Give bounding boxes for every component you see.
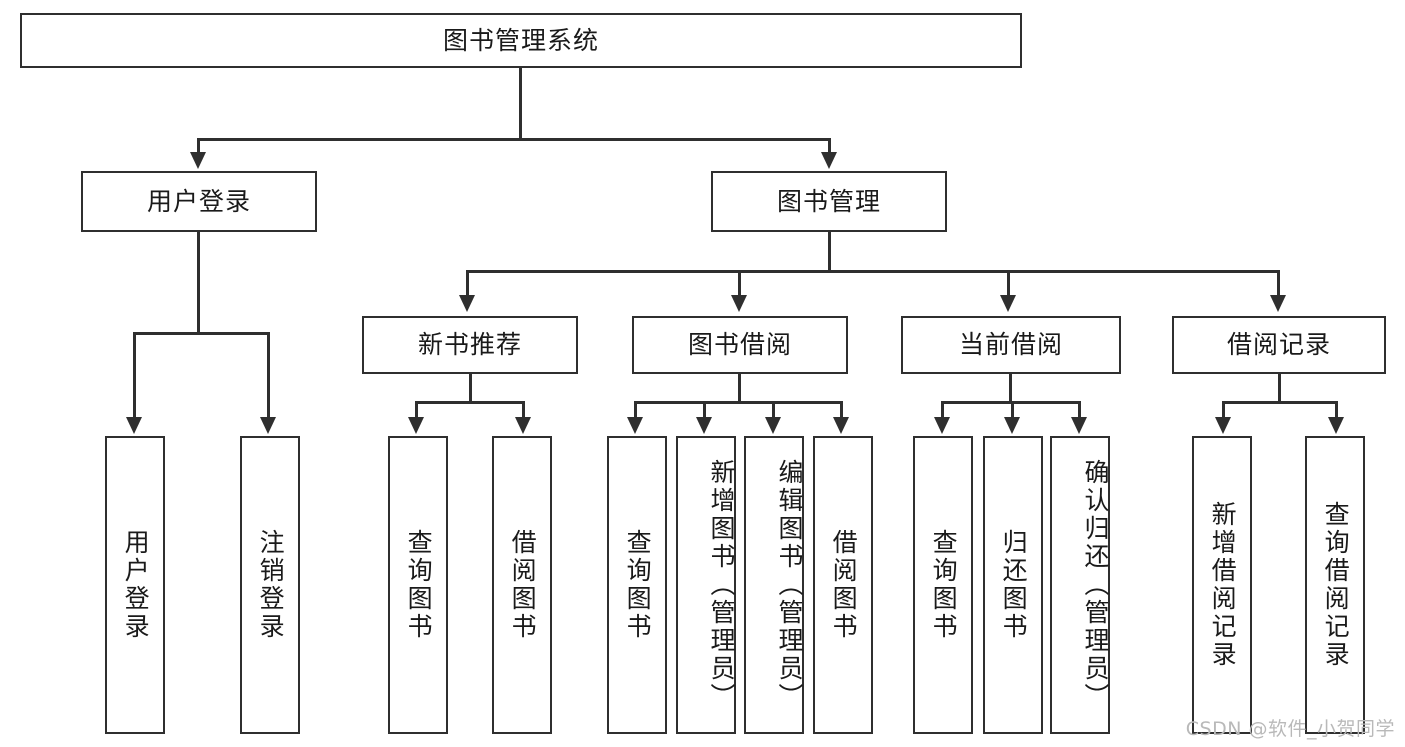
connector-current-borrow-to-leaf-3 <box>1078 401 1081 419</box>
node-label: 当前借阅 <box>958 330 1063 360</box>
connector-book-mgmt-to-l3-2 <box>738 270 741 297</box>
node-book-management[interactable]: 图书管理 <box>711 171 947 232</box>
arrow-book-mgmt-to-l3-1 <box>459 295 475 312</box>
node-label: 图书借阅 <box>687 330 792 360</box>
leaf-add-borrow-record[interactable]: 新增借阅记录 <box>1192 436 1252 734</box>
arrow-user-login-to-leaf-2 <box>260 417 276 434</box>
connector-book-mgmt-to-l3-4 <box>1277 270 1280 297</box>
connector-root-stem <box>519 68 522 140</box>
arrow-book-mgmt-to-l3-2 <box>731 295 747 312</box>
node-label: 查询图书 <box>929 529 959 641</box>
leaf-borrow-book[interactable]: 借阅图书 <box>813 436 873 734</box>
connector-book-borrow-to-leaf-4 <box>840 401 843 419</box>
node-label: 查询图书 <box>404 529 434 641</box>
arrow-book-borrow-to-leaf-3 <box>765 417 781 434</box>
connector-borrow-record-to-leaf-2 <box>1335 401 1338 419</box>
connector-book-mgmt-bus <box>466 270 1280 273</box>
connector-new-book-to-leaf-2 <box>522 401 525 419</box>
node-user-login[interactable]: 用户登录 <box>81 171 317 232</box>
arrow-current-borrow-to-leaf-3 <box>1071 417 1087 434</box>
node-label: 图书管理系统 <box>442 25 599 55</box>
connector-root-bus <box>197 138 831 141</box>
leaf-query-book-current[interactable]: 查询图书 <box>913 436 973 734</box>
leaf-return-book[interactable]: 归还图书 <box>983 436 1043 734</box>
node-label: 借阅记录 <box>1226 330 1331 360</box>
connector-new-book-bus <box>415 401 525 404</box>
node-new-book-recommend[interactable]: 新书推荐 <box>362 316 578 374</box>
arrow-root-to-book-mgmt <box>821 152 837 169</box>
arrow-book-borrow-to-leaf-2 <box>696 417 712 434</box>
connector-root-to-user-login <box>197 138 200 154</box>
leaf-confirm-return-admin[interactable]: 确认归还（管理员） <box>1050 436 1110 734</box>
leaf-add-book-admin[interactable]: 新增图书（管理员） <box>676 436 736 734</box>
connector-root-to-book-mgmt <box>828 138 831 154</box>
connector-borrow-record-stem <box>1278 374 1281 403</box>
arrow-new-book-to-leaf-2 <box>515 417 531 434</box>
arrow-current-borrow-to-leaf-2 <box>1004 417 1020 434</box>
connector-book-mgmt-stem <box>828 232 831 272</box>
node-book-borrow[interactable]: 图书借阅 <box>632 316 848 374</box>
leaf-user-login[interactable]: 用户登录 <box>105 436 165 734</box>
connector-user-login-bus <box>133 332 269 335</box>
connector-current-borrow-to-leaf-1 <box>941 401 944 419</box>
connector-new-book-stem <box>469 374 472 403</box>
connector-new-book-to-leaf-1 <box>415 401 418 419</box>
arrow-user-login-to-leaf-1 <box>126 417 142 434</box>
arrow-book-borrow-to-leaf-1 <box>627 417 643 434</box>
connector-book-borrow-bus <box>634 401 843 404</box>
connector-current-borrow-bus <box>941 401 1080 404</box>
connector-book-borrow-to-leaf-2 <box>703 401 706 419</box>
connector-borrow-record-bus <box>1222 401 1338 404</box>
node-label: 新增借阅记录 <box>1208 501 1238 669</box>
arrow-new-book-to-leaf-1 <box>408 417 424 434</box>
arrow-borrow-record-to-leaf-2 <box>1328 417 1344 434</box>
connector-book-borrow-to-leaf-1 <box>634 401 637 419</box>
node-label: 查询图书 <box>623 529 653 641</box>
node-label: 新增图书（管理员） <box>707 459 736 711</box>
node-label: 查询借阅记录 <box>1321 501 1351 669</box>
node-label: 编辑图书（管理员） <box>775 459 804 711</box>
node-label: 用户登录 <box>146 186 251 216</box>
node-label: 注销登录 <box>256 529 286 641</box>
arrow-book-mgmt-to-l3-4 <box>1270 295 1286 312</box>
node-root-system[interactable]: 图书管理系统 <box>20 13 1022 68</box>
connector-current-borrow-stem <box>1009 374 1012 403</box>
node-borrow-record[interactable]: 借阅记录 <box>1172 316 1386 374</box>
node-label: 图书管理 <box>776 186 881 216</box>
connector-book-mgmt-to-l3-3 <box>1007 270 1010 297</box>
arrow-book-mgmt-to-l3-3 <box>1000 295 1016 312</box>
arrow-current-borrow-to-leaf-1 <box>934 417 950 434</box>
connector-book-borrow-stem <box>738 374 741 403</box>
node-label: 借阅图书 <box>829 529 859 641</box>
leaf-borrow-book-recommend[interactable]: 借阅图书 <box>492 436 552 734</box>
connector-current-borrow-to-leaf-2 <box>1011 401 1014 419</box>
leaf-query-book-borrow[interactable]: 查询图书 <box>607 436 667 734</box>
arrow-book-borrow-to-leaf-4 <box>833 417 849 434</box>
leaf-logout[interactable]: 注销登录 <box>240 436 300 734</box>
node-current-borrow[interactable]: 当前借阅 <box>901 316 1121 374</box>
leaf-edit-book-admin[interactable]: 编辑图书（管理员） <box>744 436 804 734</box>
node-label: 归还图书 <box>999 529 1029 641</box>
leaf-query-book-recommend[interactable]: 查询图书 <box>388 436 448 734</box>
connector-user-login-to-leaf-2 <box>267 332 270 419</box>
connector-book-mgmt-to-l3-1 <box>466 270 469 297</box>
node-label: 借阅图书 <box>508 529 538 641</box>
node-label: 新书推荐 <box>417 330 522 360</box>
connector-user-login-stem <box>197 232 200 334</box>
node-label: 确认归还（管理员） <box>1081 459 1110 711</box>
arrow-borrow-record-to-leaf-1 <box>1215 417 1231 434</box>
arrow-root-to-user-login <box>190 152 206 169</box>
connector-book-borrow-to-leaf-3 <box>772 401 775 419</box>
node-label: 用户登录 <box>121 529 151 641</box>
leaf-query-borrow-record[interactable]: 查询借阅记录 <box>1305 436 1365 734</box>
connector-borrow-record-to-leaf-1 <box>1222 401 1225 419</box>
connector-user-login-to-leaf-1 <box>133 332 136 419</box>
